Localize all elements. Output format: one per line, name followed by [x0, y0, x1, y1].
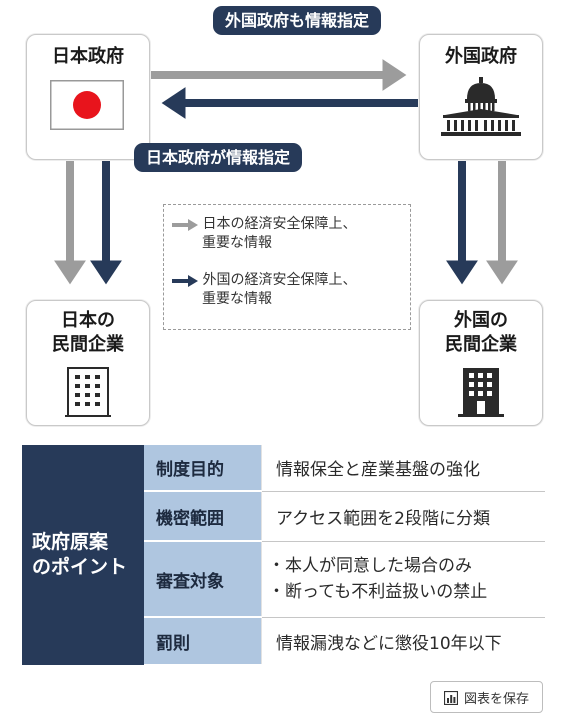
points-header-line-1: 政府原案	[32, 531, 109, 553]
points-row-penalty: 罰則 情報漏洩などに懲役10年以下	[22, 617, 545, 666]
category-penalty: 罰則	[144, 617, 262, 666]
legend-foreign-line-2: 重要な情報	[202, 291, 272, 307]
points-row-scope: 機密範囲 アクセス範囲を2段階に分類	[22, 491, 545, 542]
save-chart-button[interactable]: 図表を保存	[430, 681, 543, 713]
value-penalty: 情報漏洩などに懲役10年以下	[261, 617, 545, 665]
foreign-government-label: 外国政府	[445, 46, 517, 67]
legend-item-japan: 日本の経済安全保障上、 重要な情報	[172, 215, 356, 253]
japan-private-company-label-1: 日本の	[61, 310, 115, 331]
points-header-line-2: のポイント	[32, 556, 128, 578]
value-screening-line-1: ・本人が同意した場合のみ	[268, 556, 472, 576]
japan-flag-icon	[50, 80, 124, 130]
callout-foreign-designation: 外国政府も情報指定	[213, 6, 382, 35]
navy-arrow-icon	[172, 275, 198, 287]
japan-private-company-label-2: 民間企業	[52, 334, 124, 355]
legend-item-foreign: 外国の経済安全保障上、 重要な情報	[172, 271, 356, 309]
value-purpose: 情報保全と産業基盤の強化	[261, 445, 545, 492]
japan-government-label: 日本政府	[52, 46, 124, 67]
office-building-outline-icon	[65, 367, 111, 417]
japan-private-company-node: 日本の 民間企業	[26, 300, 150, 426]
callout-japan-designation: 日本政府が情報指定	[134, 143, 303, 172]
foreign-government-node: 外国政府	[419, 34, 543, 160]
capitol-building-icon	[441, 77, 521, 136]
gray-arrow-icon	[172, 219, 198, 231]
legend: 日本の経済安全保障上、 重要な情報 外国の経済安全保障上、 重要な情報	[163, 204, 411, 330]
save-chart-label: 図表を保存	[463, 690, 529, 706]
points-table-header: 政府原案 のポイント	[22, 445, 144, 665]
office-building-solid-icon	[458, 368, 504, 417]
points-row-purpose: 政府原案 のポイント 制度目的 情報保全と産業基盤の強化	[22, 445, 545, 665]
points-table: 政府原案 のポイント 制度目的 情報保全と産業基盤の強化 機密範囲 アクセス範囲…	[22, 445, 545, 666]
legend-foreign-line-1: 外国の経済安全保障上、	[202, 272, 357, 288]
category-scope: 機密範囲	[144, 491, 262, 542]
value-scope: アクセス範囲を2段階に分類	[261, 491, 545, 542]
foreign-private-company-label-1: 外国の	[454, 310, 508, 331]
category-screening: 審査対象	[144, 541, 262, 618]
points-row-screening: 審査対象 ・本人が同意した場合のみ ・断っても不利益扱いの禁止	[22, 541, 545, 618]
japan-government-node: 日本政府	[26, 34, 150, 160]
bar-chart-icon	[443, 690, 459, 705]
connector-arrows	[54, 59, 518, 285]
value-screening: ・本人が同意した場合のみ ・断っても不利益扱いの禁止	[261, 541, 545, 618]
value-screening-line-2: ・断っても不利益扱いの禁止	[268, 582, 488, 602]
legend-japan-line-2: 重要な情報	[202, 235, 272, 251]
legend-japan-line-1: 日本の経済安全保障上、	[202, 216, 357, 232]
foreign-private-company-node: 外国の 民間企業	[419, 300, 543, 426]
category-purpose: 制度目的	[144, 445, 262, 492]
foreign-private-company-label-2: 民間企業	[445, 334, 517, 355]
